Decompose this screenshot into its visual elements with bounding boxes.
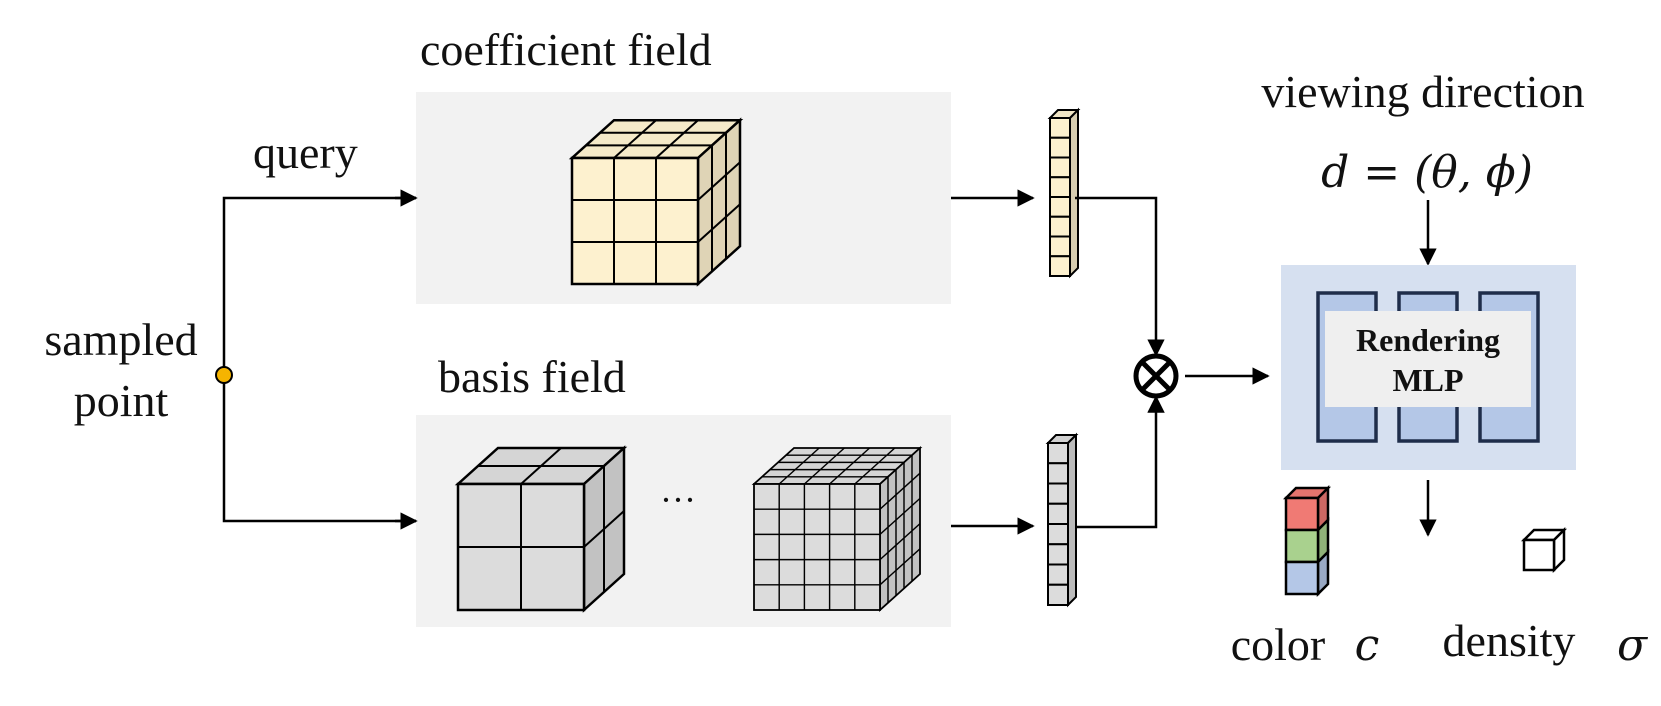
query-branch-lines [222,196,416,523]
basis-cube-fine [751,445,923,613]
coeff-vector-to-product [1075,196,1165,357]
direction-equation: d = (θ, ϕ) [1321,147,1533,198]
sampled-point-dot [215,366,233,384]
mlp-label-line1: Rendering [1356,322,1500,358]
density-output-icon [1520,526,1568,574]
ellipsis-label: ··· [660,480,696,520]
basis-field-label: basis field [438,351,626,402]
coefficient-feature-vector [1047,107,1081,279]
basis-feature-vector [1045,432,1079,608]
color-symbol-label: c [1355,620,1380,671]
density-word-label: density [1443,615,1576,666]
sampled-point-label-line2: point [74,375,169,426]
sampled-point-label-line1: sampled [44,314,197,365]
basis-vector-to-product [1075,395,1165,529]
viewing-direction-label: viewing direction [1261,66,1584,117]
mlp-label-line2: MLP [1392,362,1463,398]
density-symbol-label: σ [1617,620,1649,671]
color-output-icon [1282,484,1332,598]
rendering-mlp: Rendering MLP [1281,265,1576,470]
query-label: query [253,127,358,178]
mlp-label-background [1325,311,1531,407]
color-word-label: color [1231,619,1326,670]
outer-product-symbol [1133,353,1179,399]
coefficient-cube [568,117,744,287]
coefficient-field-label: coefficient field [420,24,712,75]
basis-cube-coarse [454,445,628,613]
